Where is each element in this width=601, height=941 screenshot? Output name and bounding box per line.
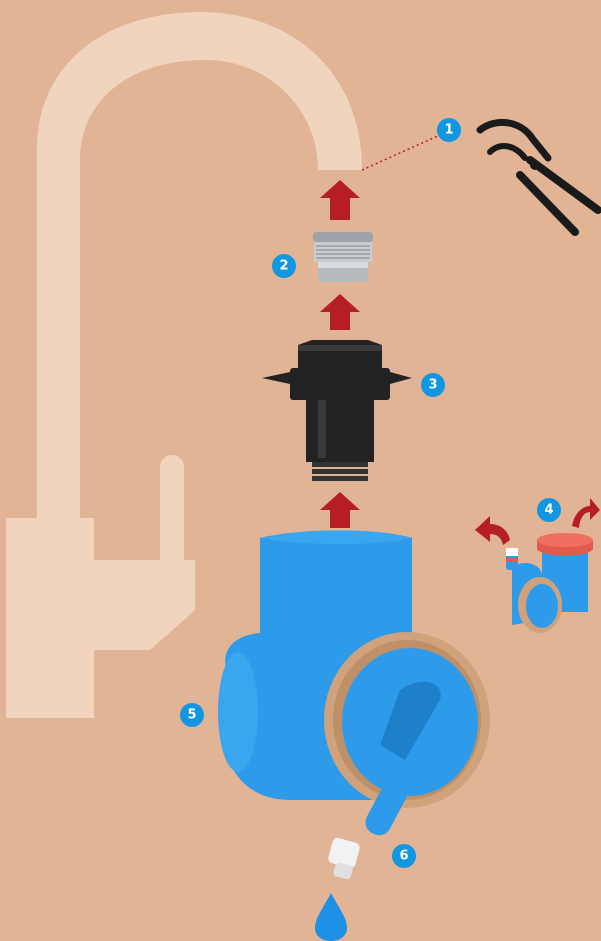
svg-text:6: 6	[399, 849, 408, 864]
faucet-base-block	[80, 560, 195, 650]
arrow-up-icon	[320, 180, 360, 220]
badge-5: 5	[180, 703, 204, 727]
filter-body	[218, 531, 490, 881]
badge-6: 6	[392, 844, 416, 868]
arrow-up-icon	[320, 492, 360, 528]
svg-text:2: 2	[279, 259, 288, 274]
arrow-up-icon	[320, 294, 360, 330]
badge-4: 4	[537, 498, 561, 522]
svg-text:4: 4	[544, 503, 553, 518]
arrow-curved-icon	[572, 498, 600, 528]
filter-outlet-nozzle	[327, 837, 361, 880]
aerator	[313, 232, 373, 282]
badge-1: 1	[437, 118, 461, 142]
pointer-line	[362, 135, 440, 170]
badge-2: 2	[272, 254, 296, 278]
badge-3: 3	[421, 373, 445, 397]
svg-text:5: 5	[187, 708, 196, 723]
arrow-curved-icon	[475, 516, 510, 545]
small-filter-caps	[506, 533, 593, 633]
pliers-icon	[480, 122, 598, 232]
water-drop-icon	[315, 893, 347, 941]
svg-text:3: 3	[428, 378, 437, 393]
svg-text:1: 1	[444, 123, 453, 138]
adapter	[262, 340, 412, 481]
